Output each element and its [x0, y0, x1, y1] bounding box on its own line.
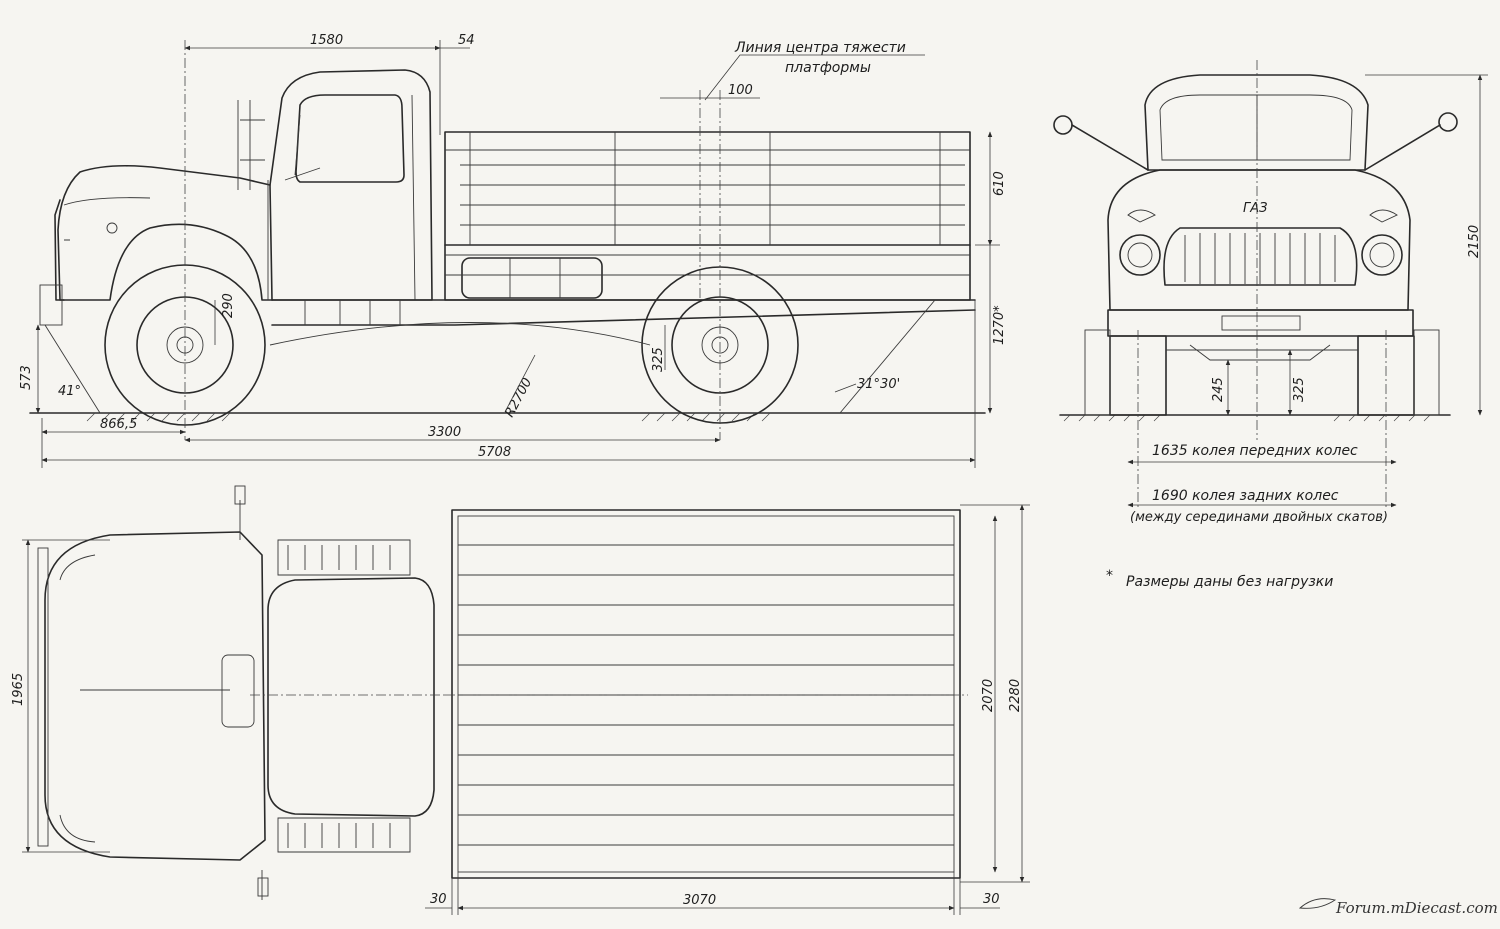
dim-deck-height: 1270*: [992, 305, 1007, 345]
dim-front-clearance: 245: [1211, 377, 1226, 402]
dim-overall-height: 2150: [1467, 225, 1482, 258]
front-cab: [1144, 74, 1369, 171]
watermark-text: Forum.mDiecast.com: [1335, 899, 1498, 917]
grille-badge: ГАЗ: [1243, 201, 1267, 216]
chassis-frame: [271, 299, 976, 326]
left-headlight: [1119, 234, 1161, 276]
dim-bumper-height: 573: [19, 365, 34, 390]
dim-overall-width: 1965: [11, 673, 26, 706]
fuel-tank: [461, 257, 603, 299]
front-view: ГАЗ 2150 245 325 1635 колея передних кол…: [1053, 60, 1488, 525]
right-headlight: [1361, 234, 1403, 276]
dim-approach-angle: 41°: [58, 384, 81, 399]
cab: [269, 69, 433, 301]
top-hood: [44, 531, 266, 861]
front-body: [1107, 169, 1411, 311]
dim-front-overhang: 866,5: [100, 417, 137, 432]
left-mirror: [1053, 115, 1073, 135]
side-view: 1580 54 100 Линия центра тяжести платфор…: [19, 33, 1007, 468]
top-cab-roof: [267, 577, 435, 817]
note-asterisk: *: [1106, 568, 1113, 584]
dim-cab-to-axle: 1580: [310, 33, 343, 48]
dim-offset: 54: [458, 33, 475, 48]
dim-bed-gap-left: 30: [430, 892, 447, 907]
watermark-logo: [1298, 898, 1337, 909]
track-rear-note: (между серединами двойных скатов): [1130, 510, 1388, 525]
cargo-bed: [444, 131, 971, 301]
top-view: 1965 2070 2280 3070 30 30: [11, 485, 1030, 915]
dim-rear-clearance: 325: [1292, 377, 1307, 402]
dim-bed-length: 3070: [683, 893, 716, 908]
track-front-label: 1635 колея передних колес: [1152, 443, 1358, 459]
dim-side-height: 610: [992, 171, 1007, 196]
cg-label-line1: Линия центра тяжести: [734, 40, 906, 56]
cab-door: [295, 94, 405, 183]
track-rear-label: 1690 колея задних колес: [1152, 488, 1339, 504]
top-cargo-bed: [451, 509, 961, 879]
top-hood-badge: [221, 654, 255, 728]
dim-bed-outer-width: 2280: [1008, 679, 1023, 712]
dim-bed-gap-right: 30: [983, 892, 1000, 907]
dim-clearance-rear: 325: [651, 347, 666, 372]
dim-overall-length: 5708: [478, 445, 511, 460]
license-plate: [1221, 315, 1301, 331]
dim-wheelbase: 3300: [428, 425, 461, 440]
right-mirror: [1438, 112, 1458, 132]
cg-label-line2: платформы: [785, 60, 871, 76]
note-text: Размеры даны без нагрузки: [1126, 574, 1333, 590]
dim-departure-angle: 31°30': [857, 377, 900, 392]
front-bumper: [1107, 309, 1414, 337]
front-grille: [1163, 227, 1358, 286]
hood-and-fender: [57, 164, 273, 301]
dim-bed-inner-width: 2070: [981, 679, 996, 712]
dim-clearance-front: 290: [221, 293, 236, 318]
dim-cg-offset: 100: [728, 83, 753, 98]
